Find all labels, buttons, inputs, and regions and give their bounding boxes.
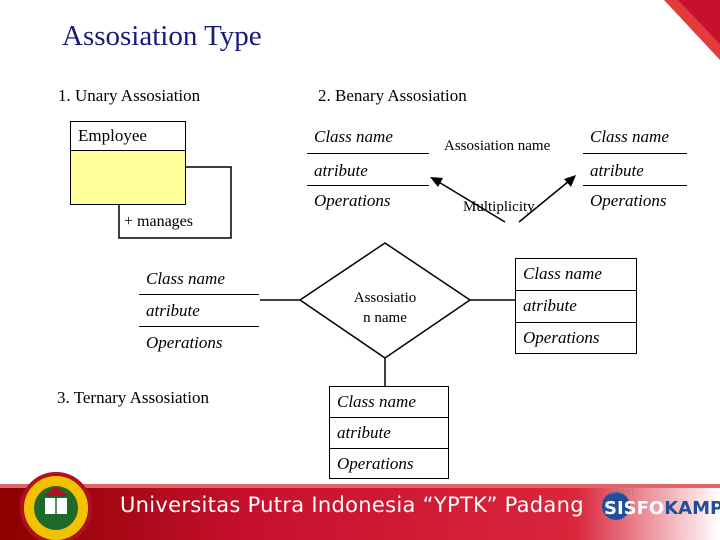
kampus-word: KAMPUS xyxy=(664,498,720,519)
binary-right-class-operations: Operations xyxy=(590,191,667,210)
binary-arrowhead-right xyxy=(564,175,576,187)
ternary-left-class: Class name atribute Operations xyxy=(138,262,260,358)
ternary-left-class-attribute: atribute xyxy=(139,295,259,327)
employee-class-box: Employee xyxy=(70,121,186,205)
ternary-left-class-name: Class name xyxy=(139,263,259,295)
ternary-heading: 3. Ternary Assosiation xyxy=(57,388,209,407)
sisfo-word: SISFO xyxy=(604,498,665,519)
ternary-bottom-class: Class name atribute Operations xyxy=(329,386,449,479)
binary-right-class-attribute: atribute xyxy=(583,154,687,186)
binary-left-class: Class name atribute Operations xyxy=(306,121,430,217)
ternary-bottom-class-name: Class name xyxy=(330,387,448,418)
sisfo-kampus-wordmark: SISFOKAMPUS xyxy=(604,498,720,519)
binary-right-class-name: Class name xyxy=(583,122,687,154)
corner-decoration xyxy=(664,0,720,60)
association-name-label: Assosiation name xyxy=(444,138,551,154)
binary-arrow-right xyxy=(518,180,570,223)
binary-left-class-name: Class name xyxy=(307,122,429,154)
ternary-diamond-label: Assosiatio n name xyxy=(346,288,424,328)
manages-label: + manages xyxy=(124,213,193,230)
binary-arrow-left xyxy=(436,180,506,223)
binary-left-class-attribute: atribute xyxy=(307,154,429,186)
page-title: Assosiation Type xyxy=(62,20,262,52)
ternary-right-class-operations: Operations xyxy=(523,328,600,347)
ternary-diamond xyxy=(298,242,472,359)
employee-class-name: Employee xyxy=(71,122,185,151)
sisfo-kampus-logo-icon xyxy=(602,492,630,520)
binary-right-class: Class name atribute Operations xyxy=(582,121,688,217)
binary-left-class-operations: Operations xyxy=(314,191,391,210)
ternary-left-class-operations: Operations xyxy=(146,333,223,352)
ternary-diamond-label-line2: n name xyxy=(363,310,407,326)
unary-self-line xyxy=(118,166,232,239)
ternary-right-class: Class name atribute Operations xyxy=(515,258,637,354)
footer-banner xyxy=(0,484,720,540)
binary-heading: 2. Benary Assosiation xyxy=(318,86,467,105)
institution-name: Universitas Putra Indonesia “YPTK” Padan… xyxy=(120,493,584,517)
ternary-bottom-class-operations: Operations xyxy=(337,454,414,473)
ternary-diamond-label-line1: Assosiatio xyxy=(353,290,417,306)
ternary-right-class-name: Class name xyxy=(516,259,636,291)
binary-arrowhead-left xyxy=(430,177,443,187)
unary-heading: 1. Unary Assosiation xyxy=(58,86,201,105)
multiplicity-label: Multiplicity xyxy=(463,199,535,215)
sisfo-logo-tagline: SMART xyxy=(610,489,636,496)
university-logo-icon xyxy=(20,472,92,540)
ternary-bottom-class-attribute: atribute xyxy=(330,418,448,449)
ternary-right-class-attribute: atribute xyxy=(516,291,636,323)
